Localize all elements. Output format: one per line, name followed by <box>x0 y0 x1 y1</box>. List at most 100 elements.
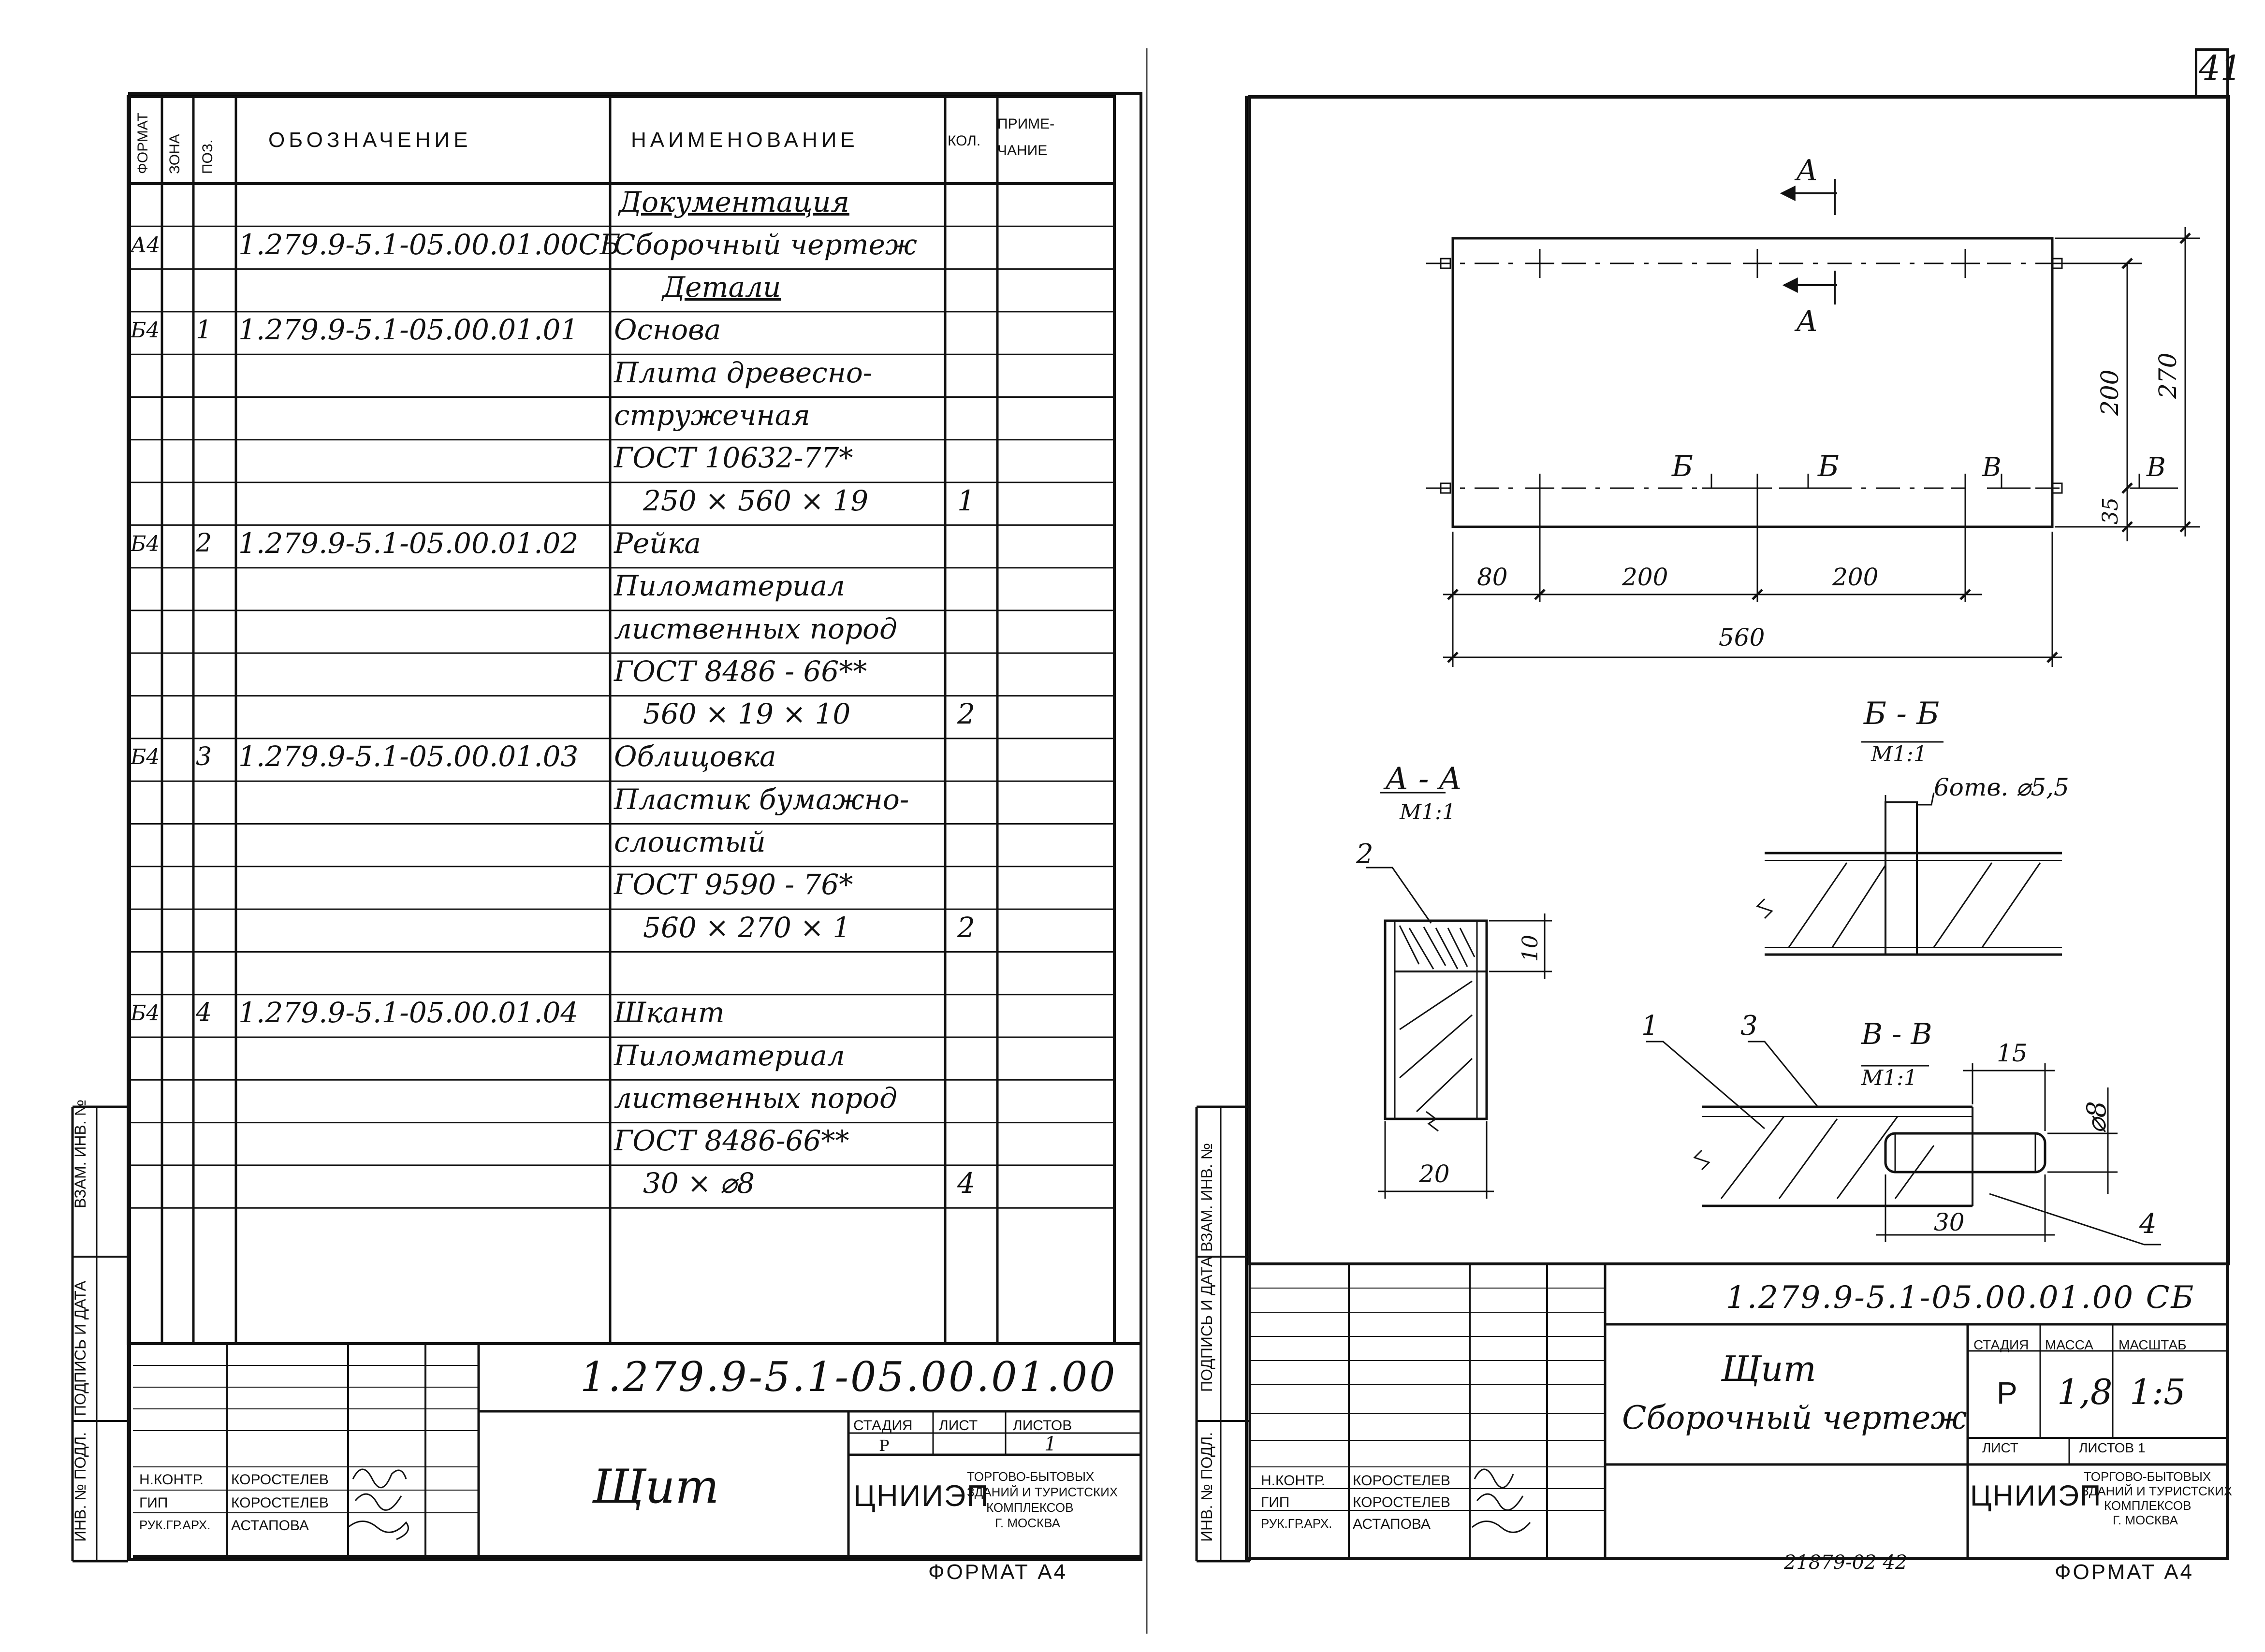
spec-cell-name: Плита древесно- <box>614 356 873 389</box>
spec-cell-name: лиственных пород <box>614 612 897 645</box>
right-role-2: Рук.гр.арх. <box>1261 1516 1332 1531</box>
pos-label-1: 1 <box>1641 1010 1659 1042</box>
spec-cell-name: ГОСТ 8486 - 66** <box>614 654 867 688</box>
left-sheets-value: 1 <box>1044 1433 1057 1455</box>
spec-cell-name: Документация <box>619 185 849 218</box>
spec-cell-name: Рейка <box>614 526 701 560</box>
dim-d8-vert: ⌀8 <box>2081 1101 2112 1133</box>
col-header-qty: Кол. <box>948 133 981 149</box>
left-stage-label: Стадия <box>853 1418 913 1434</box>
spec-cell-designation: 1.279.9-5.1-05.00.01.01 <box>238 313 579 347</box>
spec-cell-pos: 2 <box>196 529 212 558</box>
dim-80: 80 <box>1477 563 1508 591</box>
spec-cell-format: Б4 <box>131 745 160 770</box>
right-person-1: Коростелев <box>1353 1494 1450 1510</box>
right-sheet-label: Лист <box>1982 1440 2018 1455</box>
right-format: Формат А4 <box>2055 1560 2194 1584</box>
spec-row: ГОСТ 10632-77* <box>128 440 1114 482</box>
spec-cell-name: лиственных пород <box>614 1081 897 1115</box>
spec-cell-name: 250 × 560 × 19 <box>643 484 869 517</box>
right-stage-value: Р <box>1997 1376 2017 1410</box>
spec-cell-format: А4 <box>131 232 161 258</box>
cut-label-a-bottom: А <box>1796 304 1818 338</box>
col-header-note-1: Приме- <box>997 116 1055 132</box>
spec-cell-name: ГОСТ 10632-77* <box>614 441 853 475</box>
spec-cell-designation: 1.279.9-5.1-05.00.01.03 <box>238 740 579 773</box>
col-header-note-2: чание <box>997 143 1048 159</box>
right-org-4: г. Москва <box>2113 1513 2178 1527</box>
cut-label-b-left: Б <box>1672 449 1694 483</box>
spec-cell-name: ГОСТ 9590 - 76* <box>614 868 853 901</box>
right-role-0: Н.контр. <box>1261 1473 1326 1489</box>
dim-30: 30 <box>1934 1208 1965 1236</box>
spec-cell-designation: 1.279.9-5.1-05.00.01.00СБ <box>238 228 621 261</box>
left-title-designation: 1.279.9-5.1-05.00.01.00 <box>580 1353 1117 1401</box>
left-stage-value: Р <box>879 1436 890 1455</box>
left-org-3: комплексов <box>986 1500 1074 1515</box>
spec-cell-designation: 1.279.9-5.1-05.00.01.04 <box>238 996 579 1029</box>
right-title-designation: 1.279.9-5.1-05.00.01.00 СБ <box>1726 1280 2195 1316</box>
spec-cell-name: 30 × ⌀8 <box>643 1167 755 1200</box>
spec-row: ГОСТ 8486 - 66** <box>128 653 1114 696</box>
right-org-1: торгово-бытовых <box>2084 1469 2211 1484</box>
dim-10-vert: 10 <box>1518 935 1543 962</box>
col-header-name: Наименование <box>631 128 859 152</box>
spec-row: Документация <box>128 184 1114 226</box>
left-org-2: зданий и туристских <box>967 1485 1118 1499</box>
spec-cell-pos: 3 <box>196 742 212 771</box>
spec-cell-qty: 2 <box>957 911 975 944</box>
dim-20: 20 <box>1419 1160 1450 1188</box>
left-person-0: Коростелев <box>231 1472 329 1488</box>
spec-cell-format: Б4 <box>131 318 160 343</box>
section-vv-title: В - В <box>1861 1017 1932 1051</box>
spec-cell-format: Б4 <box>131 1001 160 1026</box>
right-scale-value: 1:5 <box>2130 1372 2186 1412</box>
right-org-3: комплексов <box>2104 1498 2192 1513</box>
spec-row: Пластик бумажно- <box>128 781 1114 824</box>
spec-cell-name: Пиломатериал <box>614 569 845 603</box>
left-org-logo: ЦНИИЭП <box>853 1479 989 1513</box>
spec-row: ГОСТ 8486-66** <box>128 1123 1114 1165</box>
cut-label-b-right: Б <box>1818 449 1840 483</box>
left-person-2: Астапова <box>231 1518 309 1534</box>
right-scale-label: Масштаб <box>2119 1337 2187 1352</box>
section-bb-title: Б - Б <box>1864 696 1940 732</box>
cut-label-v-right: В <box>2147 452 2166 482</box>
spec-row: Пиломатериал <box>128 568 1114 610</box>
left-title-name: Щит <box>592 1460 719 1514</box>
spec-row: Пиломатериал <box>128 1037 1114 1080</box>
left-sheets-label: Листов <box>1013 1418 1072 1434</box>
left-person-1: Коростелев <box>231 1495 329 1511</box>
spec-row: стружечная <box>128 397 1114 440</box>
section-vv-scale: М1:1 <box>1861 1066 1917 1090</box>
spec-row: Плита древесно- <box>128 354 1114 397</box>
right-title-name-1: Щит <box>1721 1348 1816 1389</box>
holes-note: 6отв. ⌀5,5 <box>1934 773 2069 801</box>
dim-200-b: 200 <box>1832 563 1879 591</box>
page-number-box <box>2195 48 2229 96</box>
section-aa-scale: М1:1 <box>1400 800 1456 825</box>
spec-cell-name: 560 × 19 × 10 <box>643 697 851 731</box>
left-role-0: Н.контр. <box>139 1472 204 1488</box>
spec-cell-name: Основа <box>614 313 721 347</box>
spec-cell-designation: 1.279.9-5.1-05.00.01.02 <box>238 526 579 560</box>
spec-row: лиственных пород <box>128 1080 1114 1122</box>
right-mass-label: Масса <box>2045 1337 2093 1352</box>
left-org-4: г. Москва <box>995 1516 1060 1530</box>
spec-cell-name: Сборочный чертеж <box>614 228 917 261</box>
pos-label-2: 2 <box>1356 839 1374 870</box>
dim-560: 560 <box>1719 623 1765 652</box>
spec-cell-format: Б4 <box>131 531 160 556</box>
spec-row: слоистый <box>128 824 1114 867</box>
dim-15: 15 <box>1997 1039 2028 1067</box>
section-bb-scale: М1:1 <box>1871 742 1927 767</box>
spec-row: Детали <box>128 269 1114 312</box>
pos-label-4: 4 <box>2139 1208 2157 1240</box>
